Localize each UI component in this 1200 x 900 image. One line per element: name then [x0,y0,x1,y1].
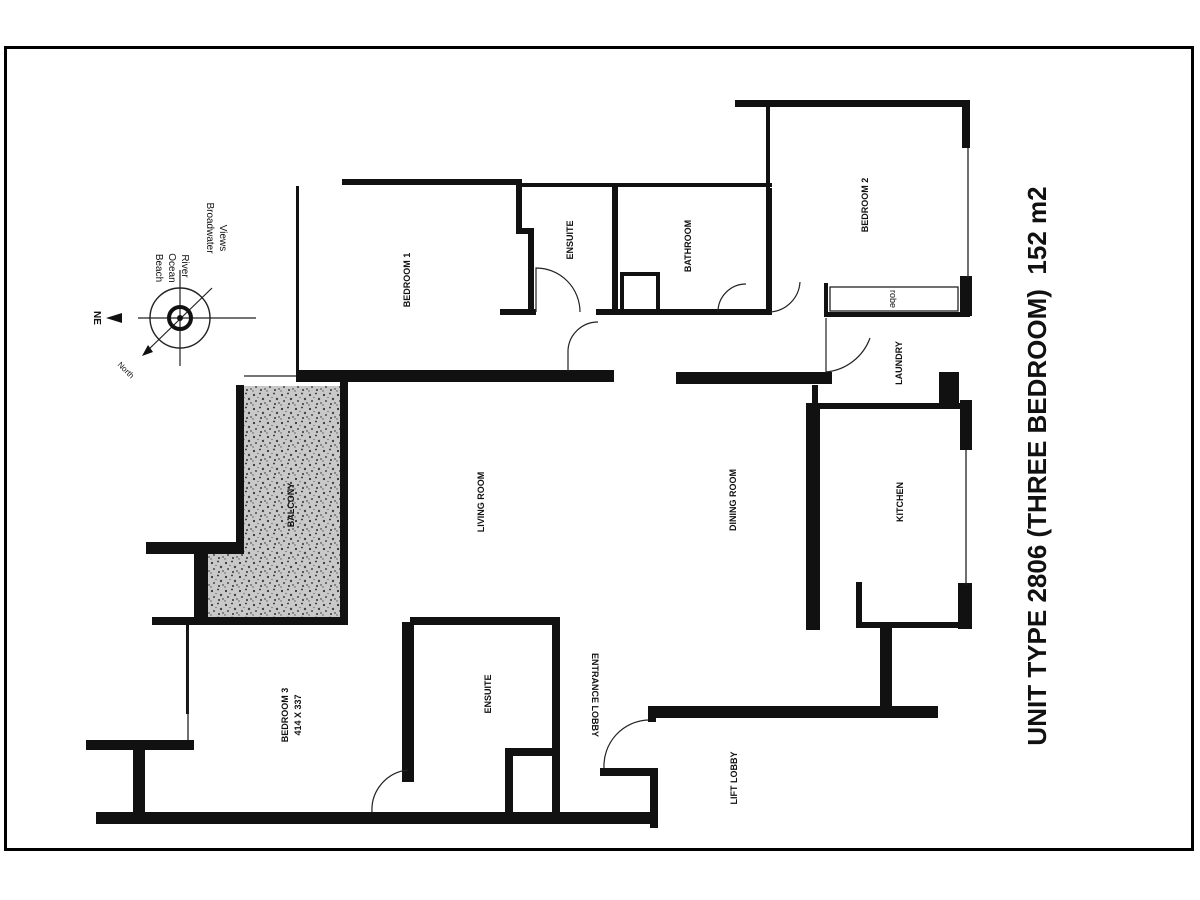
north-alt-arrow-icon [142,345,153,356]
room-label-bedroom2: BEDROOM 2 [860,178,870,233]
room-label-living: LIVING ROOM [476,472,486,533]
north-arrow-icon [106,313,122,323]
room-label-dining: DINING ROOM [728,469,738,531]
compass [106,270,256,366]
compass-view-broadwater: Broadwater [204,202,215,254]
drawing-frame [4,46,1194,851]
compass-north-label: NE [91,311,102,325]
walls [86,100,972,828]
compass-view-river: River [179,254,190,278]
room-label-lift-lobby: LIFT LOBBY [729,752,739,805]
room-label-bedroom1: BEDROOM 1 [402,253,412,308]
room-label-ensuite1: ENSUITE [565,220,575,259]
doors [371,267,871,813]
plan-title: UNIT TYPE 2806 (THREE BEDROOM) 152 m2 [1022,186,1052,745]
room-label-kitchen: KITCHEN [895,482,905,522]
compass-view-views: Views [217,225,228,252]
balcony-area [244,386,346,618]
compass-north-alt-label: North [116,360,136,380]
room-label-bedroom3-dims: 414 X 337 [293,694,303,735]
room-label-ensuite3: ENSUITE [483,674,493,713]
room-label-bedroom3: BEDROOM 3 [280,688,290,743]
compass-view-ocean: Ocean [166,253,177,282]
room-label-robe: robe [888,290,898,308]
room-label-laundry: LAUNDRY [894,341,904,385]
compass-view-beach: Beach [153,254,164,282]
balcony-step [206,552,246,618]
room-label-balcony: BALCONY [286,483,296,528]
room-label-bathroom: BATHROOM [683,220,693,272]
room-label-entrance-lobby: ENTRANCE LOBBY [590,653,600,737]
